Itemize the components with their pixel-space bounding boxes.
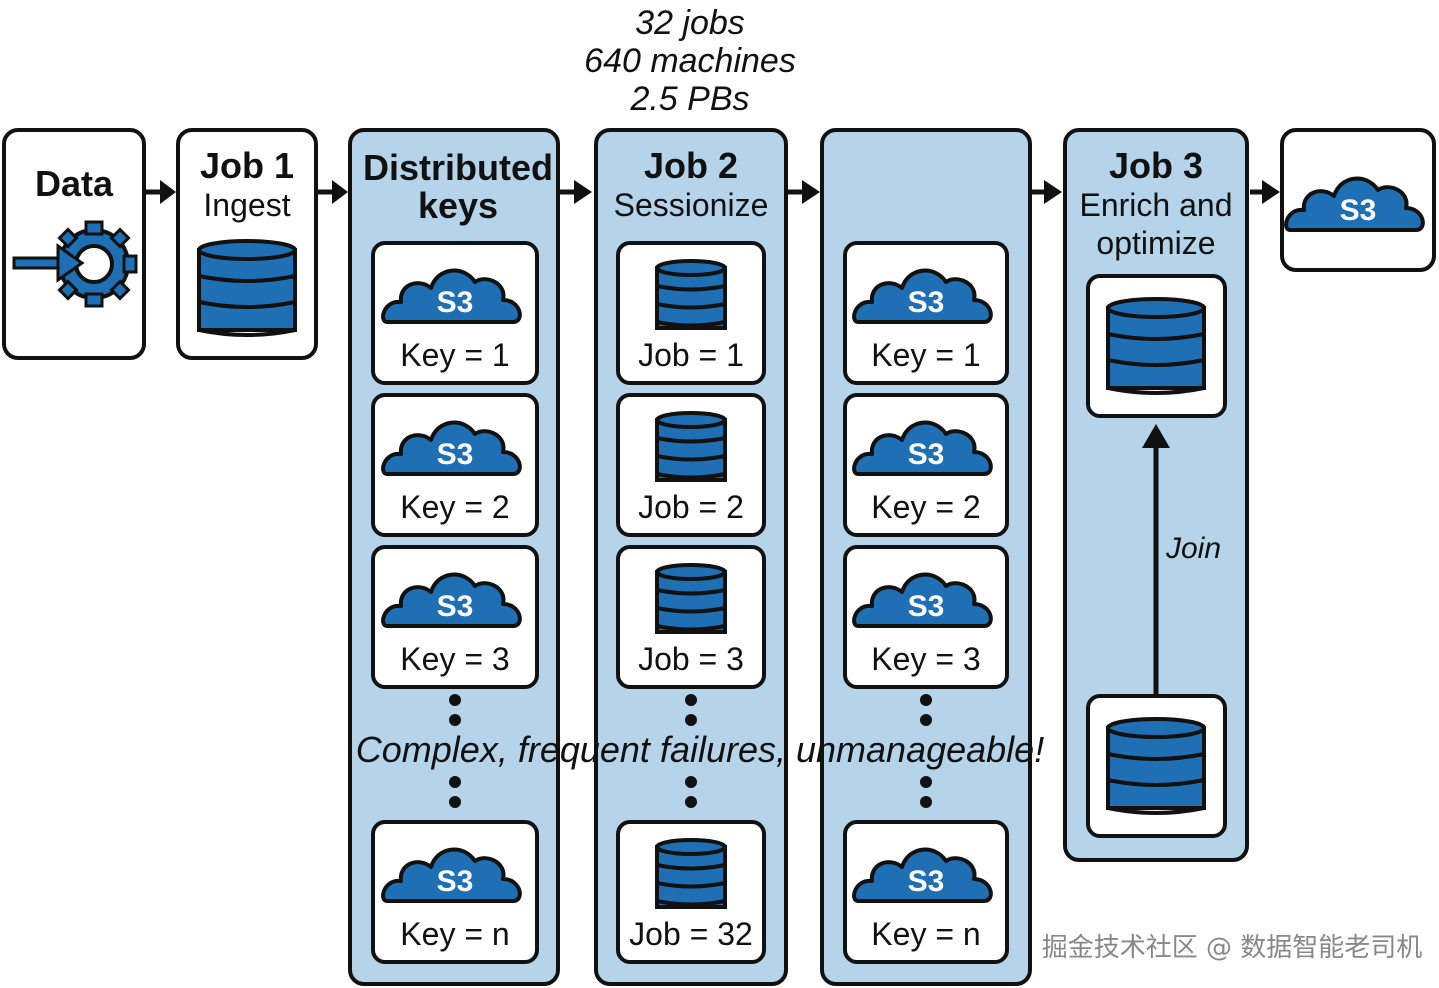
ellipsis-dots (449, 694, 461, 808)
key-label: Key = 1 (400, 337, 509, 373)
job-card: Job = 32 (616, 820, 766, 964)
ellipsis-dots (920, 694, 932, 808)
database-icon (1106, 297, 1206, 395)
flow-arrow-2 (318, 180, 348, 204)
key-card: S3 Key = 1 (371, 241, 539, 385)
database-icon (655, 563, 727, 634)
watermark: 掘金技术社区 @ 数据智能老司机 (1042, 933, 1423, 963)
job-card: Job = 2 (616, 393, 766, 537)
database-icon (655, 838, 727, 909)
job1-subtitle: Ingest (203, 187, 290, 223)
data-box: Data (2, 128, 146, 360)
s3-label: S3 (908, 286, 945, 319)
key-label: Key = 3 (871, 641, 980, 677)
key-card: S3 Key = 3 (371, 545, 539, 689)
s3-label: S3 (437, 865, 474, 898)
s3-label: S3 (908, 590, 945, 623)
job1-box: Job 1 Ingest (176, 128, 318, 360)
job1-title: Job 1 (200, 145, 294, 186)
job-label: Job = 3 (638, 641, 744, 677)
s3-label: S3 (437, 438, 474, 471)
key-card: S3 Key = 3 (843, 545, 1009, 689)
output-keys-panel: S3 Key = 1 S3 Key = 2 S3 Key = 3 S3 Key … (820, 128, 1032, 986)
distributed-keys-panel: Distributed keys S3 Key = 1 S3 Key = 2 S… (348, 128, 560, 986)
key-label: Key = 2 (871, 489, 980, 525)
job3-panel: Job 3 Enrich and optimize Join (1063, 128, 1249, 862)
database-icon (1106, 717, 1206, 815)
data-label: Data (35, 163, 114, 204)
job3-subtitle-1: Enrich and (1080, 187, 1233, 223)
input-arrow-icon (12, 243, 85, 283)
flow-arrow-5 (1032, 180, 1062, 204)
flow-arrow-4 (788, 180, 820, 204)
flow-arrow-3 (560, 180, 592, 204)
flow-arrow-1 (146, 180, 176, 204)
database-icon (197, 239, 297, 337)
key-label: Key = 2 (400, 489, 509, 525)
job2-subtitle: Sessionize (614, 187, 769, 223)
stats-jobs: 32 jobs (635, 4, 745, 42)
job-card: Job = 3 (616, 545, 766, 689)
key-card: S3 Key = n (371, 820, 539, 964)
job3-subtitle-2: optimize (1096, 225, 1215, 261)
s3-label: S3 (437, 286, 474, 319)
distributed-keys-title-2: keys (418, 185, 498, 226)
key-card: S3 Key = n (843, 820, 1009, 964)
s3-label: S3 (437, 590, 474, 623)
flow-arrow-6 (1250, 180, 1280, 204)
key-label: Key = 3 (400, 641, 509, 677)
key-card: S3 Key = 2 (371, 393, 539, 537)
key-label: Key = n (871, 916, 980, 952)
job-label: Job = 2 (638, 489, 744, 525)
job-card: Job = 1 (616, 241, 766, 385)
final-s3-box: S3 (1280, 128, 1436, 272)
distributed-keys-title-1: Distributed (363, 147, 553, 188)
source-db-card (1086, 694, 1227, 838)
job2-panel: Job 2 Sessionize Job = 1 Job = 2 Job = 3… (594, 128, 788, 986)
database-icon (655, 411, 727, 482)
job-label: Job = 32 (629, 916, 753, 952)
final-s3-label: S3 (1340, 194, 1377, 227)
s3-label: S3 (908, 865, 945, 898)
key-label: Key = n (400, 916, 509, 952)
s3-label: S3 (908, 438, 945, 471)
job3-title: Job 3 (1109, 145, 1203, 186)
failure-note: Complex, frequent failures, unmanageable… (356, 729, 1044, 770)
join-arrow (1142, 424, 1170, 694)
job2-title: Job 2 (644, 145, 738, 186)
ellipsis-dots (685, 694, 697, 808)
join-label: Join (1165, 532, 1221, 565)
key-card: S3 Key = 2 (843, 393, 1009, 537)
enriched-db-card (1086, 274, 1227, 418)
key-card: S3 Key = 1 (843, 241, 1009, 385)
stats-size: 2.5 PBs (629, 80, 749, 118)
key-label: Key = 1 (871, 337, 980, 373)
database-icon (655, 259, 727, 330)
stats-machines: 640 machines (584, 42, 796, 80)
job-label: Job = 1 (638, 337, 744, 373)
